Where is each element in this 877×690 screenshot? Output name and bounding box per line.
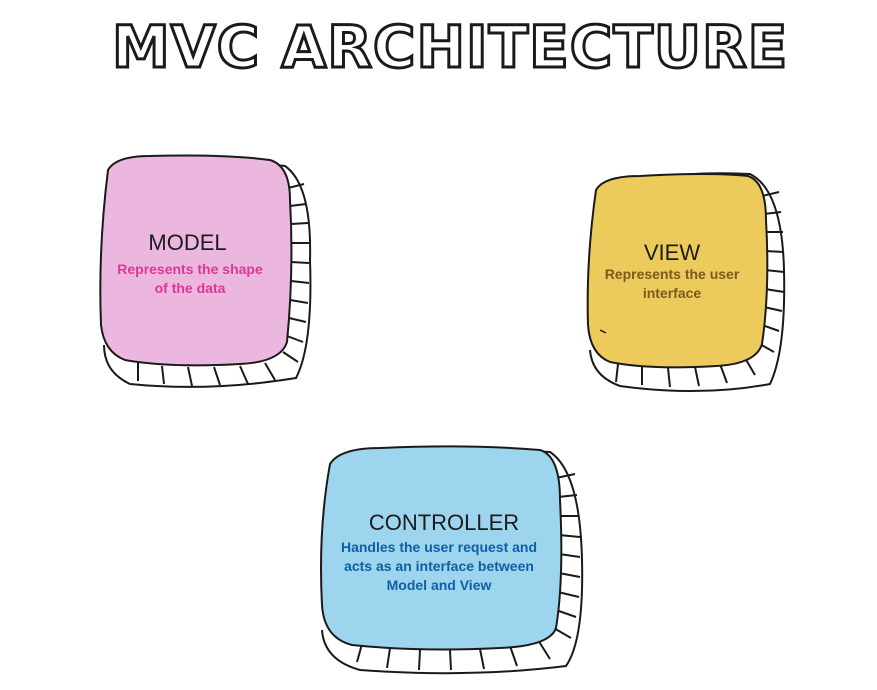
view-box — [586, 172, 786, 393]
controller-description-line: Model and View — [386, 576, 492, 593]
view-description-line: interface — [642, 284, 702, 301]
view-heading: VIEW — [643, 240, 701, 265]
model-box-face — [99, 154, 293, 367]
model-description-line: Represents the shape — [117, 261, 263, 277]
controller-description-line: acts as an interface between — [344, 557, 534, 574]
controller-description: Handles the user request and acts as an … — [319, 538, 559, 595]
model-box-hatching — [137, 183, 310, 387]
controller-box — [320, 445, 584, 675]
controller-description-line: Handles the user request and — [340, 539, 538, 555]
controller-box-hatching — [356, 473, 581, 671]
view-description-line: Represents the user — [604, 266, 740, 282]
controller-box-face — [320, 445, 563, 651]
model-description: Represents the shape of the data — [95, 260, 285, 298]
controller-heading: CONTROLLER — [368, 510, 520, 535]
model-box — [99, 154, 312, 388]
model-heading: MODEL — [148, 230, 227, 255]
model-description-line: of the data — [154, 279, 226, 296]
view-description: Represents the user interface — [582, 265, 762, 303]
view-box-scribble — [599, 329, 607, 334]
view-box-face — [586, 173, 769, 369]
page-title: MVC ARCHITECTURE — [110, 13, 789, 81]
